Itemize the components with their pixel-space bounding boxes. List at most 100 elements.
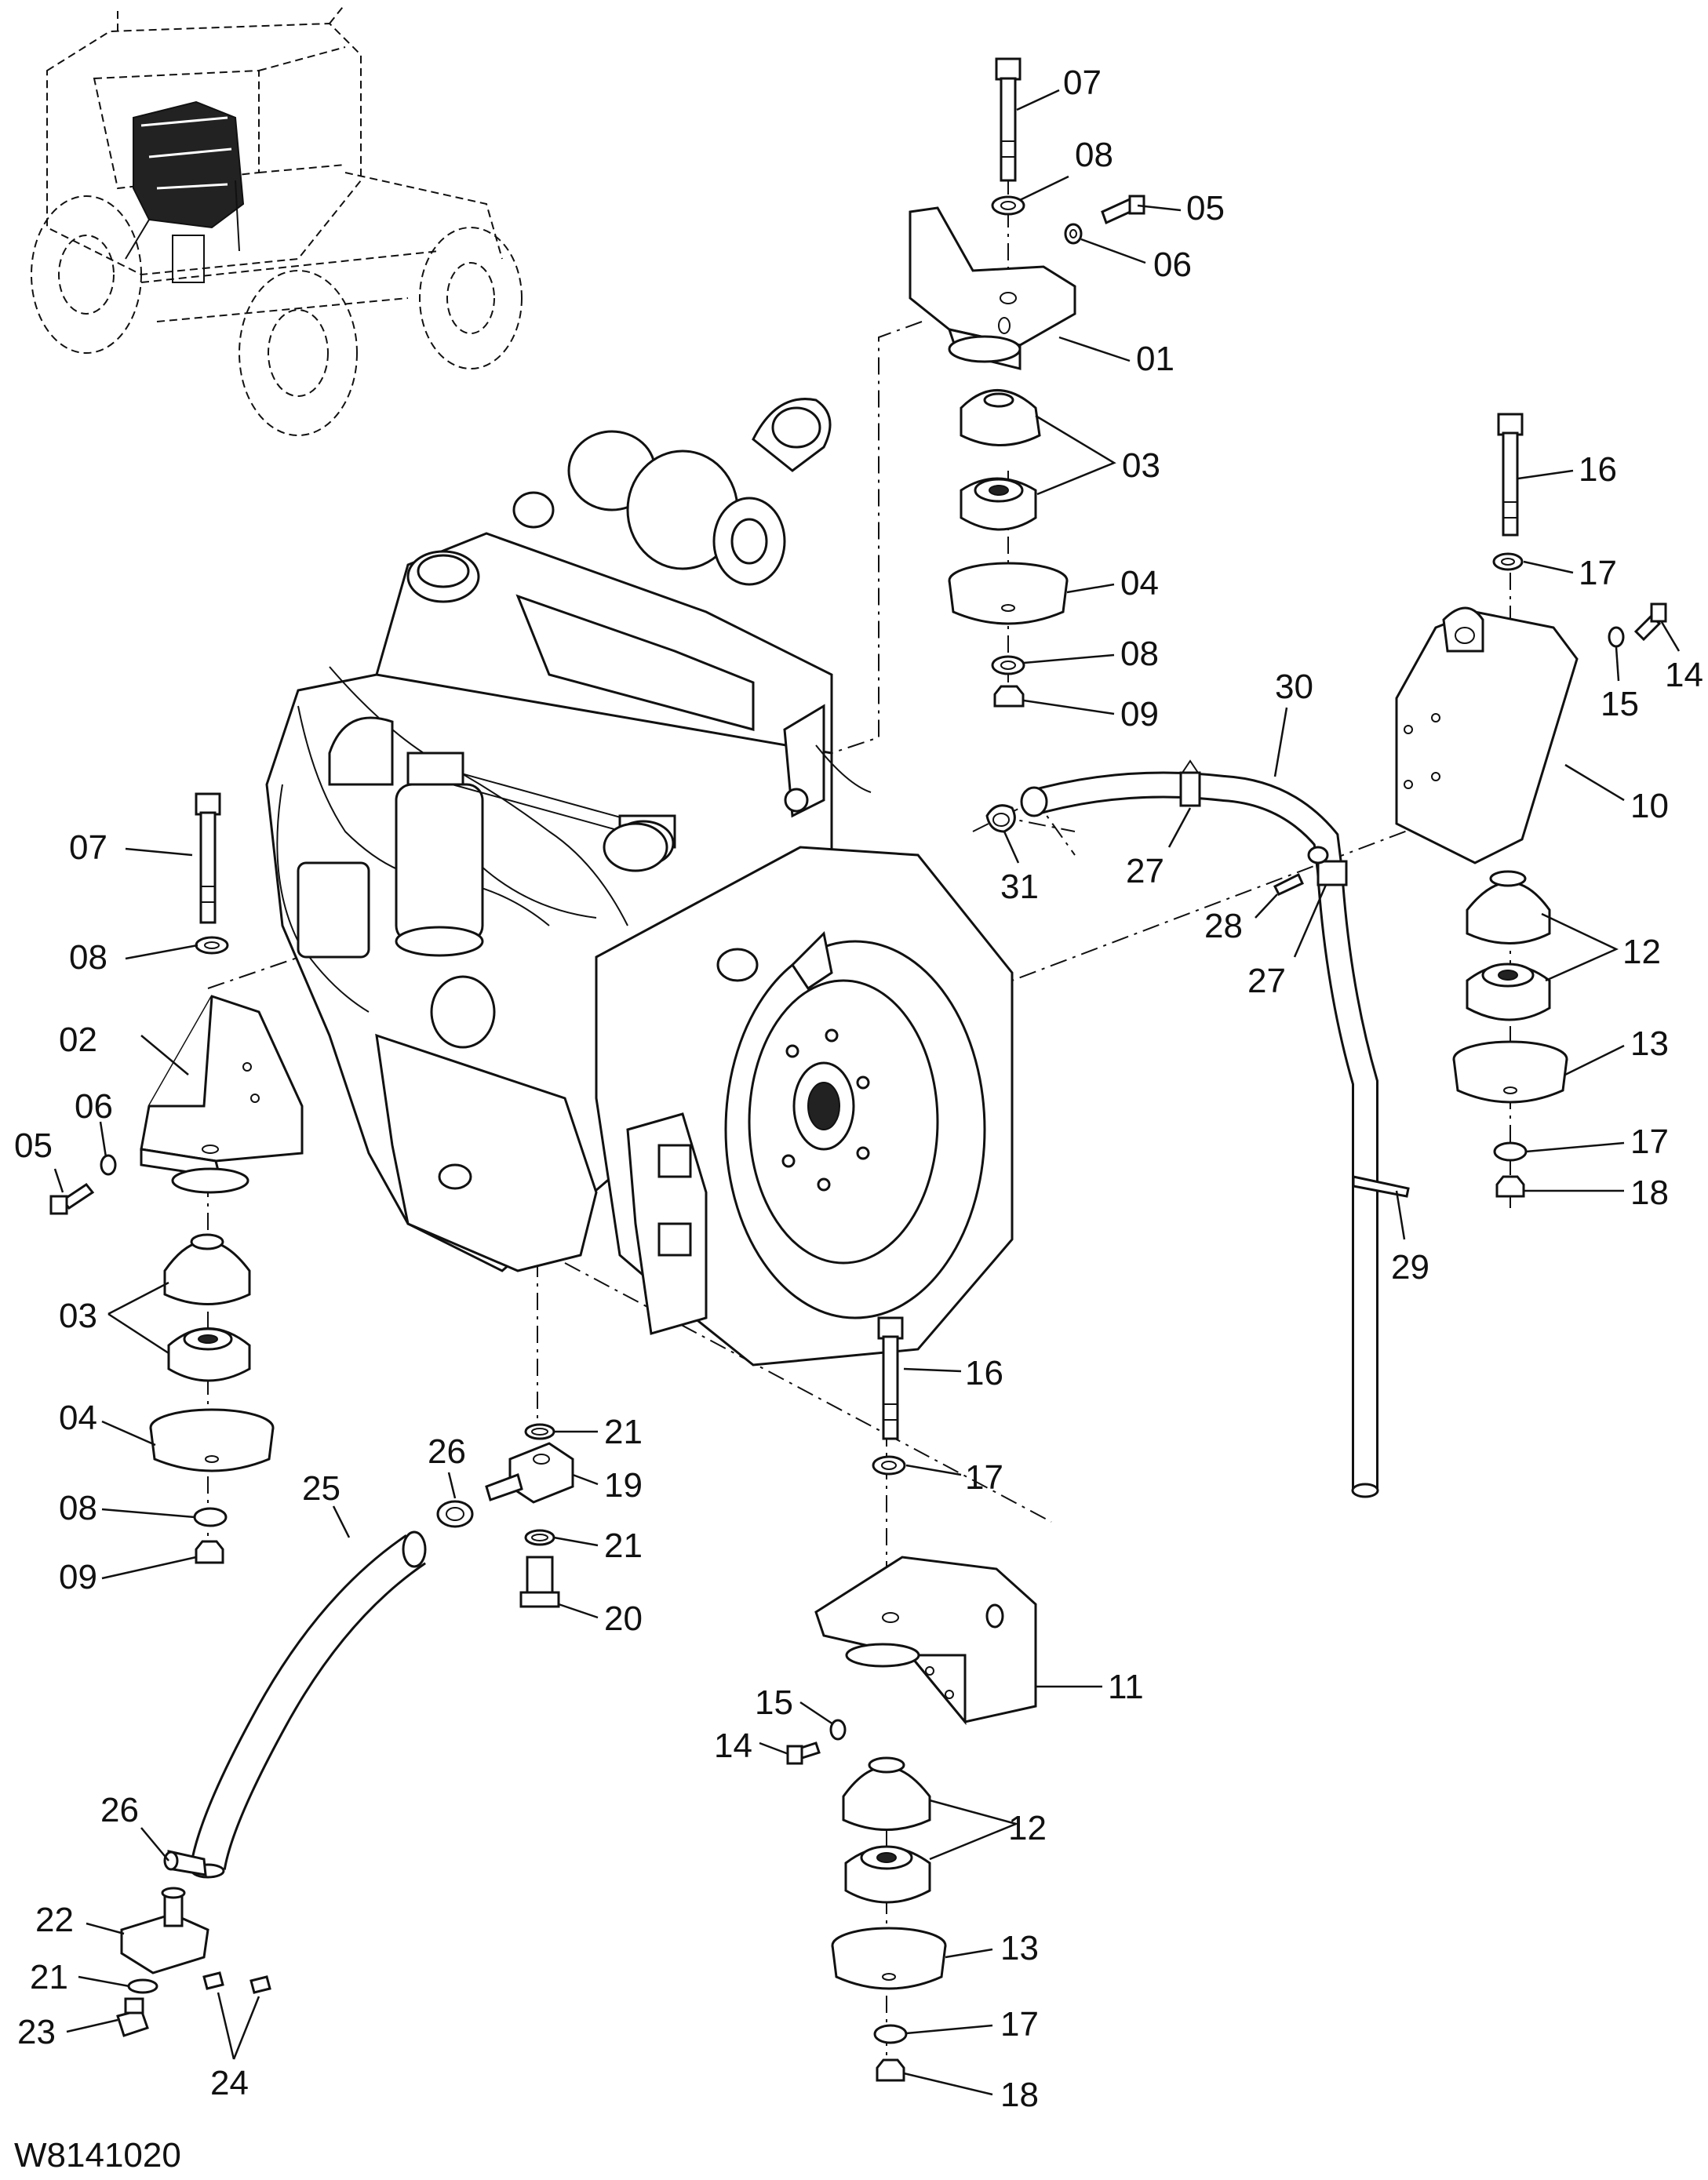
- callout-31: 31: [1000, 868, 1039, 906]
- callout-08: 08: [59, 1489, 97, 1527]
- adapter-19: [485, 1442, 574, 1504]
- callout-02: 02: [59, 1021, 97, 1059]
- bolt-16-bottom: [877, 1316, 904, 1440]
- bolt-07-top: [995, 57, 1022, 182]
- callout-07: 07: [1063, 64, 1102, 102]
- mount-group-right: [1395, 413, 1667, 1198]
- machine-locator-thumbnail: [31, 3, 523, 436]
- bolt-05-top: [1101, 195, 1145, 225]
- callout-17: 17: [1630, 1123, 1669, 1161]
- diagram-code: W8141020: [14, 2136, 181, 2175]
- washer-08-left-bottom: [193, 1507, 228, 1527]
- oil-pan: [375, 1033, 598, 1272]
- callout-17: 17: [1579, 554, 1617, 592]
- callout-15: 15: [755, 1683, 793, 1722]
- callout-03: 03: [1122, 446, 1160, 485]
- callout-26: 26: [100, 1791, 139, 1829]
- callout-27: 27: [1126, 852, 1164, 890]
- callout-04: 04: [1120, 564, 1159, 602]
- callout-06: 06: [1153, 246, 1192, 284]
- callout-21: 21: [604, 1413, 643, 1451]
- callout-28: 28: [1204, 907, 1243, 945]
- callout-29: 29: [1391, 1248, 1429, 1287]
- leader-lines: [53, 89, 1681, 2096]
- callout-01: 01: [1136, 340, 1174, 378]
- banjo-bolt-20: [519, 1556, 560, 1608]
- callout-20: 20: [604, 1600, 643, 1638]
- callout-17: 17: [1000, 2005, 1039, 2044]
- nut-09-left: [195, 1540, 224, 1564]
- rubber-mount-03-top: [960, 389, 1041, 531]
- drain-hose-25: [190, 1530, 427, 1879]
- callout-21: 21: [30, 1958, 68, 1996]
- engine-assembly: [265, 398, 1014, 1367]
- callout-07: 07: [69, 828, 107, 867]
- callout-11: 11: [1108, 1668, 1144, 1706]
- callout-14: 14: [1665, 656, 1703, 694]
- nut-18-right: [1495, 1175, 1525, 1198]
- washer-15-bottom: [829, 1719, 847, 1741]
- rubber-mount-12-bottom: [842, 1756, 931, 1904]
- washer-17-right-top: [1492, 552, 1524, 571]
- seal-21-bottom: [127, 1978, 158, 1994]
- washer-17-right-bottom: [1493, 1141, 1528, 1162]
- callout-25: 25: [302, 1469, 341, 1508]
- clamp-26-bottom: [163, 1850, 207, 1876]
- callout-08: 08: [69, 938, 107, 977]
- seal-21-top: [524, 1423, 555, 1440]
- rubber-mount-12-right: [1466, 870, 1551, 1021]
- clip-31: [985, 804, 1016, 833]
- clamp-26-top: [436, 1500, 474, 1528]
- bracket-10: [1395, 606, 1579, 864]
- drain-valve-22: [120, 1887, 209, 1974]
- callout-16: 16: [965, 1354, 1003, 1392]
- callout-24: 24: [210, 2064, 249, 2102]
- air-intake-elbow: [328, 716, 394, 786]
- nut-09-top: [993, 685, 1025, 708]
- washer-06-top: [1064, 223, 1083, 245]
- plug-23: [116, 1997, 149, 2037]
- bolt-05-left: [49, 1182, 95, 1215]
- washer-08-mid: [991, 655, 1025, 675]
- washer-08-top: [991, 195, 1025, 216]
- nut-18-bottom: [876, 2058, 905, 2082]
- mount-group-top: [909, 57, 1145, 708]
- washer-08-left-top: [195, 936, 229, 955]
- callout-05: 05: [1186, 189, 1225, 227]
- callout-08: 08: [1120, 635, 1159, 673]
- washer-17-bottom: [873, 2024, 908, 2044]
- rubber-mount-03-left: [163, 1233, 251, 1382]
- callout-13: 13: [1000, 1929, 1039, 1967]
- screws-24: [202, 1971, 271, 1994]
- ecu-module: [297, 861, 370, 959]
- callout-09: 09: [59, 1558, 97, 1596]
- mount-group-bottom: [786, 1316, 1037, 2082]
- callout-21: 21: [604, 1527, 643, 1565]
- seal-21-mid: [524, 1529, 555, 1546]
- bolt-16-top-right: [1497, 413, 1524, 537]
- washer-06-left: [100, 1154, 117, 1176]
- oil-drain-group: [116, 1423, 574, 2037]
- bolt-14-bottom: [786, 1741, 821, 1765]
- callout-18: 18: [1630, 1174, 1669, 1212]
- callout-22: 22: [35, 1901, 74, 1939]
- callout-03: 03: [59, 1297, 97, 1335]
- callout-16: 16: [1579, 450, 1617, 489]
- bracket-01: [909, 206, 1076, 370]
- callout-26: 26: [428, 1432, 466, 1471]
- bolt-07-left: [195, 792, 221, 924]
- callout-12: 12: [1622, 933, 1661, 971]
- callout-14: 14: [714, 1727, 752, 1765]
- bolt-28: [1273, 872, 1304, 896]
- clamp-27-top: [1179, 759, 1201, 807]
- cup-04-top: [948, 562, 1069, 625]
- callout-09: 09: [1120, 695, 1159, 733]
- turbocharger: [512, 398, 832, 586]
- cup-13-bottom: [831, 1927, 947, 1990]
- callout-04: 04: [59, 1399, 97, 1437]
- callout-17: 17: [965, 1458, 1003, 1497]
- washer-15-right: [1608, 626, 1625, 648]
- callout-08: 08: [1075, 136, 1113, 174]
- clamp-29: [1352, 1175, 1410, 1198]
- cup-13-right: [1452, 1040, 1568, 1104]
